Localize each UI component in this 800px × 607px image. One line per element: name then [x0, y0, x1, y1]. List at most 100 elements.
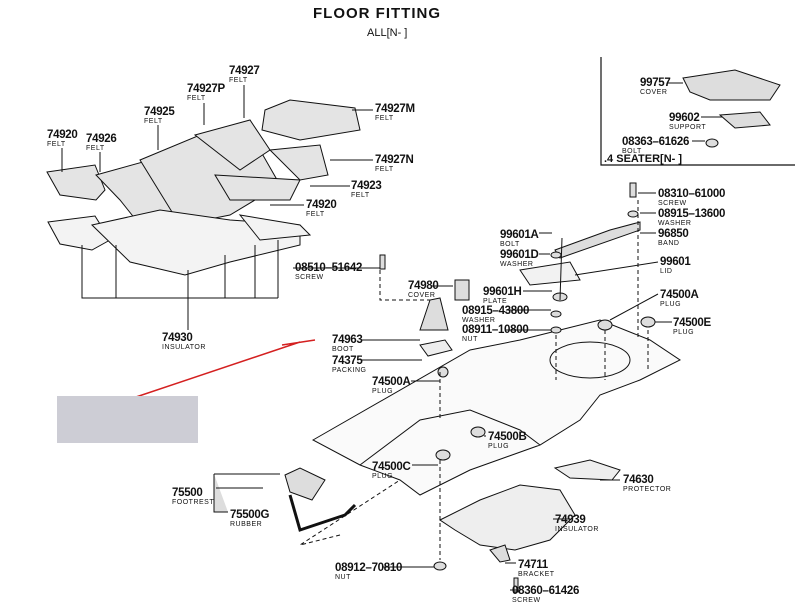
part-name: RUBBER	[230, 521, 263, 528]
felt-set	[46, 99, 361, 226]
part-name: WASHER	[462, 317, 496, 324]
packing	[419, 339, 453, 357]
part-number: 74939	[555, 514, 586, 526]
part-name: WASHER	[500, 261, 534, 268]
insulator-set	[47, 209, 312, 276]
part-name: FELT	[351, 192, 370, 199]
part-name: SUPPORT	[669, 124, 707, 131]
part-number: 08310–61000	[658, 188, 726, 200]
inset-frame	[600, 57, 795, 166]
part-name: COVER	[408, 292, 436, 299]
part-number: 74927M	[375, 103, 415, 115]
part-name: FELT	[47, 141, 66, 148]
part-name: COVER	[640, 89, 668, 96]
part-name: FELT	[306, 211, 325, 218]
part-name: INSULATOR	[555, 526, 599, 533]
part-number: 74930	[162, 332, 193, 344]
part-number: 75500G	[230, 509, 270, 521]
part-number: 74927P	[187, 83, 225, 95]
part-name: LID	[660, 268, 673, 275]
part-name: FELT	[144, 118, 163, 125]
insulator-leaders	[81, 240, 279, 330]
footrest	[213, 467, 357, 532]
heat-insulator	[439, 484, 576, 551]
redaction-box	[57, 396, 198, 443]
part-number: 74375	[332, 355, 363, 367]
part-number: 74925	[144, 106, 175, 118]
applicability-note: ALL[N- ]	[367, 27, 408, 39]
part-name: PLUG	[372, 473, 394, 480]
part-name: BOLT	[622, 148, 642, 155]
part-name: PLUG	[488, 443, 510, 450]
part-name: FELT	[187, 95, 206, 102]
part-name: FELT	[375, 166, 394, 173]
part-number: 75500	[172, 487, 203, 499]
boot	[419, 297, 449, 331]
part-name: BOLT	[500, 241, 520, 248]
part-name: FOOTREST	[172, 499, 215, 506]
part-name: NUT	[335, 574, 351, 581]
part-number: 74500E	[673, 317, 711, 329]
part-name: FELT	[86, 145, 105, 152]
part-name: SCREW	[658, 200, 687, 207]
part-name: PLUG	[673, 329, 695, 336]
part-number: 08360–61426	[512, 585, 580, 597]
part-leaders	[299, 82, 722, 591]
part-name: BOOT	[332, 346, 354, 353]
part-number: 74920	[306, 199, 337, 211]
part-number: 99757	[640, 77, 671, 89]
part-number: 99601A	[500, 229, 539, 241]
part-number: 99601D	[500, 249, 539, 261]
part-name: SCREW	[295, 274, 324, 281]
part-number: 74927N	[375, 154, 414, 166]
part-name: SCREW	[512, 597, 541, 604]
part-number: 74927	[229, 65, 260, 77]
part-number: 96850	[658, 228, 689, 240]
part-number: 74711	[518, 559, 548, 571]
part-number: 08912–70810	[335, 562, 403, 574]
small-parts	[379, 69, 781, 593]
part-name: WASHER	[658, 220, 692, 227]
part-number: 74630	[623, 474, 654, 486]
inset-label: .4 SEATER[N- ]	[604, 153, 683, 165]
part-number: 74980	[408, 280, 439, 292]
part-name: NUT	[462, 336, 478, 343]
part-number: 74920	[47, 129, 78, 141]
part-name: INSULATOR	[162, 344, 206, 351]
part-number: 08915–43800	[462, 305, 530, 317]
part-name: PLUG	[372, 388, 394, 395]
